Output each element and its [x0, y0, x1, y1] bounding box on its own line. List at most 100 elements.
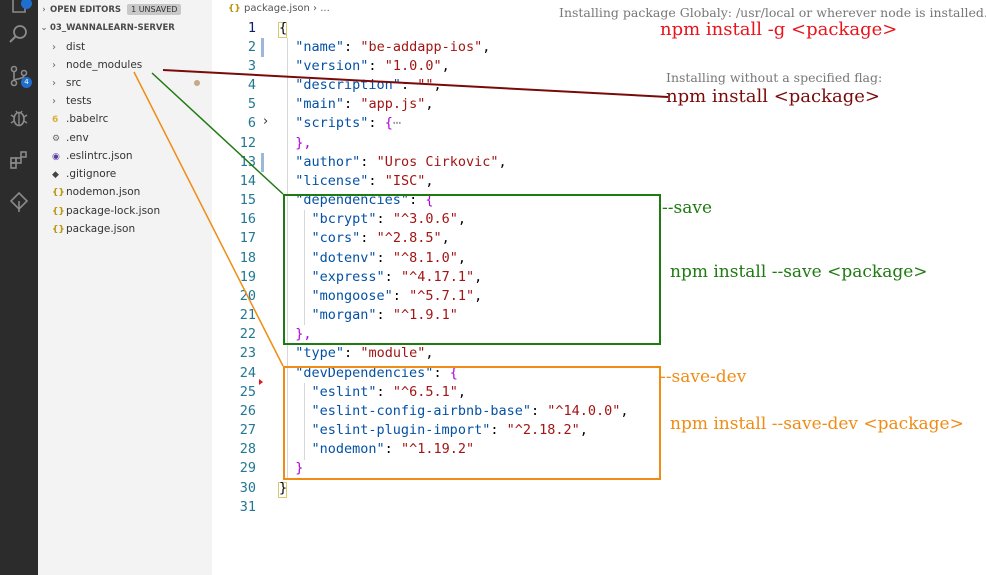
line-number: 13	[239, 154, 256, 170]
json-file-icon: {}	[52, 188, 65, 198]
global-install-command: npm install -g <package>	[660, 19, 898, 40]
search-icon[interactable]	[7, 22, 31, 46]
breadcrumb-file[interactable]: package.json	[244, 3, 310, 14]
code-line[interactable]: "name": "be-addapp-ios",	[295, 39, 491, 55]
tree-item-gitignore[interactable]: ◆.gitignore	[52, 165, 116, 183]
line-number: 17	[239, 230, 256, 246]
noflag-install-command: npm install <package>	[666, 86, 881, 107]
git-file-icon: ◆	[52, 170, 59, 180]
line-number: 22	[239, 326, 256, 342]
line-number: 19	[239, 269, 256, 285]
save-flag-label: --save	[662, 198, 713, 218]
debug-icon[interactable]	[7, 106, 31, 130]
source-control-icon[interactable]	[7, 64, 31, 88]
tree-item-dist[interactable]: ›dist	[52, 38, 85, 56]
line-number: 21	[239, 307, 256, 323]
code-line[interactable]: {	[279, 20, 288, 36]
chevron-down-icon: ⌄	[40, 23, 48, 33]
code-line[interactable]: "cors": "^2.8.5",	[311, 230, 450, 246]
code-line[interactable]: "dotenv": "^8.1.0",	[311, 250, 466, 266]
tree-item-src[interactable]: ›src	[52, 74, 81, 92]
code-line[interactable]: "license": "ISC",	[295, 173, 434, 189]
gear-icon: ⚙	[52, 134, 61, 144]
code-line[interactable]: "eslint-config-airbnb-base": "^14.0.0",	[311, 403, 629, 419]
indent-guide	[304, 383, 305, 460]
line-number: 4	[247, 77, 256, 93]
line-number: 5	[247, 96, 256, 112]
code-line[interactable]: "nodemon": "^1.19.2"	[311, 441, 475, 457]
code-line[interactable]: "version": "1.0.0",	[295, 58, 450, 74]
tree-item-node-modules[interactable]: ›node_modules	[52, 56, 142, 74]
line-number: 30	[239, 480, 256, 496]
code-line[interactable]: "type": "module",	[295, 345, 434, 361]
line-number: 20	[239, 288, 256, 304]
noflag-install-note: Installing without a specified flag:	[666, 70, 883, 85]
line-number: 29	[239, 460, 256, 476]
eslint-file-icon: ◉	[52, 152, 60, 162]
source-control-badge: 4	[21, 77, 32, 88]
save-dev-install-command: npm install --save-dev <package>	[670, 414, 964, 434]
tree-item-package-lock[interactable]: {}package-lock.json	[52, 202, 160, 220]
modified-gutter-mark	[261, 38, 264, 57]
editor-breadcrumb[interactable]: {} package.json › ...	[228, 3, 330, 14]
save-install-command: npm install --save <package>	[670, 262, 928, 282]
tree-item-babelrc[interactable]: 6.babelrc	[52, 110, 108, 128]
babel-file-icon: 6	[52, 115, 59, 125]
code-line[interactable]: "mongoose": "^5.7.1",	[311, 288, 483, 304]
code-line[interactable]: "devDependencies": {	[295, 365, 458, 381]
line-number: 15	[239, 192, 256, 208]
save-dependencies-box	[283, 194, 661, 345]
line-number: 2	[247, 39, 256, 55]
line-number: 12	[239, 135, 256, 151]
fold-chevron-icon[interactable]: ›	[263, 114, 269, 129]
remote-icon[interactable]	[7, 190, 31, 214]
save-dev-flag-label: --save-dev	[660, 367, 747, 387]
line-number: 14	[239, 173, 256, 189]
indent-guide	[287, 38, 288, 480]
tree-item-package-json[interactable]: {}package.json	[52, 220, 135, 238]
code-line[interactable]: "morgan": "^1.9.1"	[311, 307, 458, 323]
line-number: 24	[239, 365, 256, 381]
save-dev-dependencies-box	[283, 366, 661, 480]
code-line[interactable]: }	[279, 480, 288, 496]
tree-item-eslintrc[interactable]: ◉.eslintrc.json	[52, 147, 133, 165]
line-number: 27	[239, 422, 256, 438]
json-file-icon: {}	[228, 4, 241, 14]
code-line[interactable]: }	[295, 460, 304, 476]
json-file-icon: {}	[52, 207, 65, 217]
code-line[interactable]: "eslint": "^6.5.1",	[311, 384, 466, 400]
code-line[interactable]: "author": "Uros Cirkovic",	[295, 154, 507, 170]
code-line[interactable]: "description": "",	[295, 77, 442, 93]
line-number: 6	[247, 115, 256, 131]
chevron-right-icon: ›	[52, 60, 56, 71]
error-marker-icon	[259, 379, 263, 385]
modified-gutter-mark	[261, 153, 264, 172]
tree-item-tests[interactable]: ›tests	[52, 92, 92, 110]
bracket-match-marker	[278, 482, 287, 498]
chevron-right-icon: ›	[52, 42, 56, 53]
bracket-match-marker	[278, 22, 287, 38]
code-line[interactable]: "express": "^4.17.1",	[311, 269, 483, 285]
tree-item-nodemon[interactable]: {}nodemon.json	[52, 183, 140, 201]
unsaved-badge: 1 UNSAVED	[127, 4, 182, 15]
json-file-icon: {}	[52, 225, 65, 235]
code-line[interactable]: },	[295, 135, 312, 151]
activity-bar: 4	[0, 0, 38, 575]
line-number: 31	[239, 499, 256, 515]
line-number: 28	[239, 441, 256, 457]
code-line[interactable]: "dependencies": {	[295, 192, 434, 208]
code-line[interactable]: },	[295, 326, 312, 342]
code-line[interactable]: "bcrypt": "^3.0.6",	[311, 211, 466, 227]
project-header[interactable]: ⌄03_WANNALEARN-SERVER	[38, 19, 174, 37]
tree-item-env[interactable]: ⚙.env	[52, 129, 89, 147]
extensions-icon[interactable]	[7, 148, 31, 172]
indent-guide	[304, 210, 305, 325]
line-number: 16	[239, 211, 256, 227]
explorer-badge	[21, 0, 32, 9]
code-line[interactable]: "scripts": {⋯	[295, 115, 401, 131]
code-line[interactable]: "main": "app.js",	[295, 96, 434, 112]
code-line[interactable]: "eslint-plugin-import": "^2.18.2",	[311, 422, 588, 438]
global-install-note: Installing package Globaly: /usr/local o…	[559, 5, 986, 20]
